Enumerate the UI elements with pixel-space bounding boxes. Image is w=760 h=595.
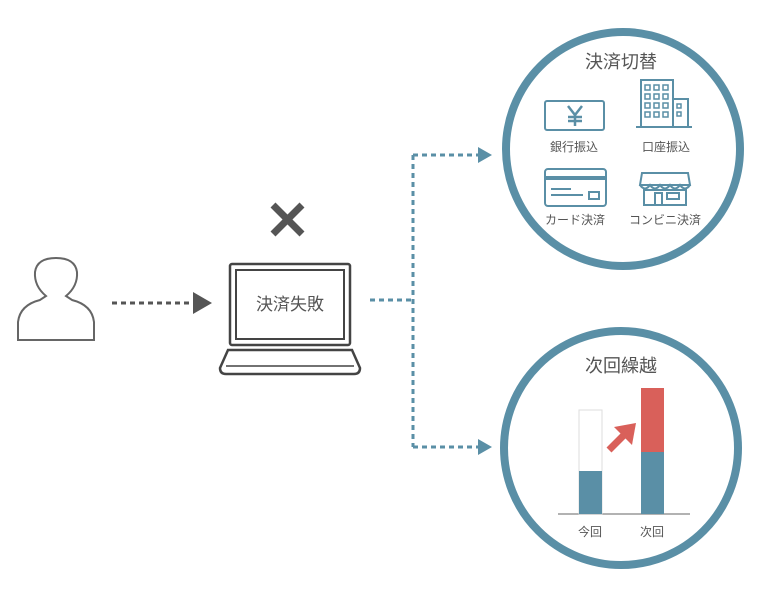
person-icon	[17, 256, 95, 341]
method-label-card-payment: カード決済	[545, 212, 605, 227]
bar-label-current: 今回	[578, 524, 602, 539]
method-label-account-transfer: 口座振込	[642, 139, 690, 154]
carryover-panel-circle	[500, 327, 742, 569]
user-to-laptop-arrow	[112, 292, 212, 314]
arrow-up-right-icon	[606, 423, 636, 453]
credit-card-icon	[544, 168, 607, 207]
switch-panel-circle	[502, 28, 744, 270]
bar-label-next: 次回	[640, 525, 664, 539]
method-label-convenience-store: コンビニ決済	[629, 212, 701, 227]
carryover-panel-title: 次回繰越	[585, 356, 657, 377]
yen-symbol	[567, 105, 583, 126]
next-bar-amount	[641, 452, 664, 514]
branch-connector	[370, 153, 478, 449]
method-label-bank-transfer: 銀行振込	[550, 140, 598, 154]
next-bar-carried	[641, 388, 664, 452]
convenience-store-icon	[638, 172, 692, 206]
laptop-icon	[218, 262, 362, 376]
bank-building-icon	[636, 79, 692, 128]
current-bar-amount	[579, 471, 602, 514]
arrow-to-carryover-panel	[478, 439, 492, 455]
laptop-screen-label: 決済失敗	[256, 295, 324, 315]
arrow-to-switch-panel	[478, 147, 492, 163]
switch-panel-title: 決済切替	[585, 52, 657, 73]
x-mark-icon	[270, 202, 305, 237]
yen-bill-icon	[544, 100, 605, 131]
